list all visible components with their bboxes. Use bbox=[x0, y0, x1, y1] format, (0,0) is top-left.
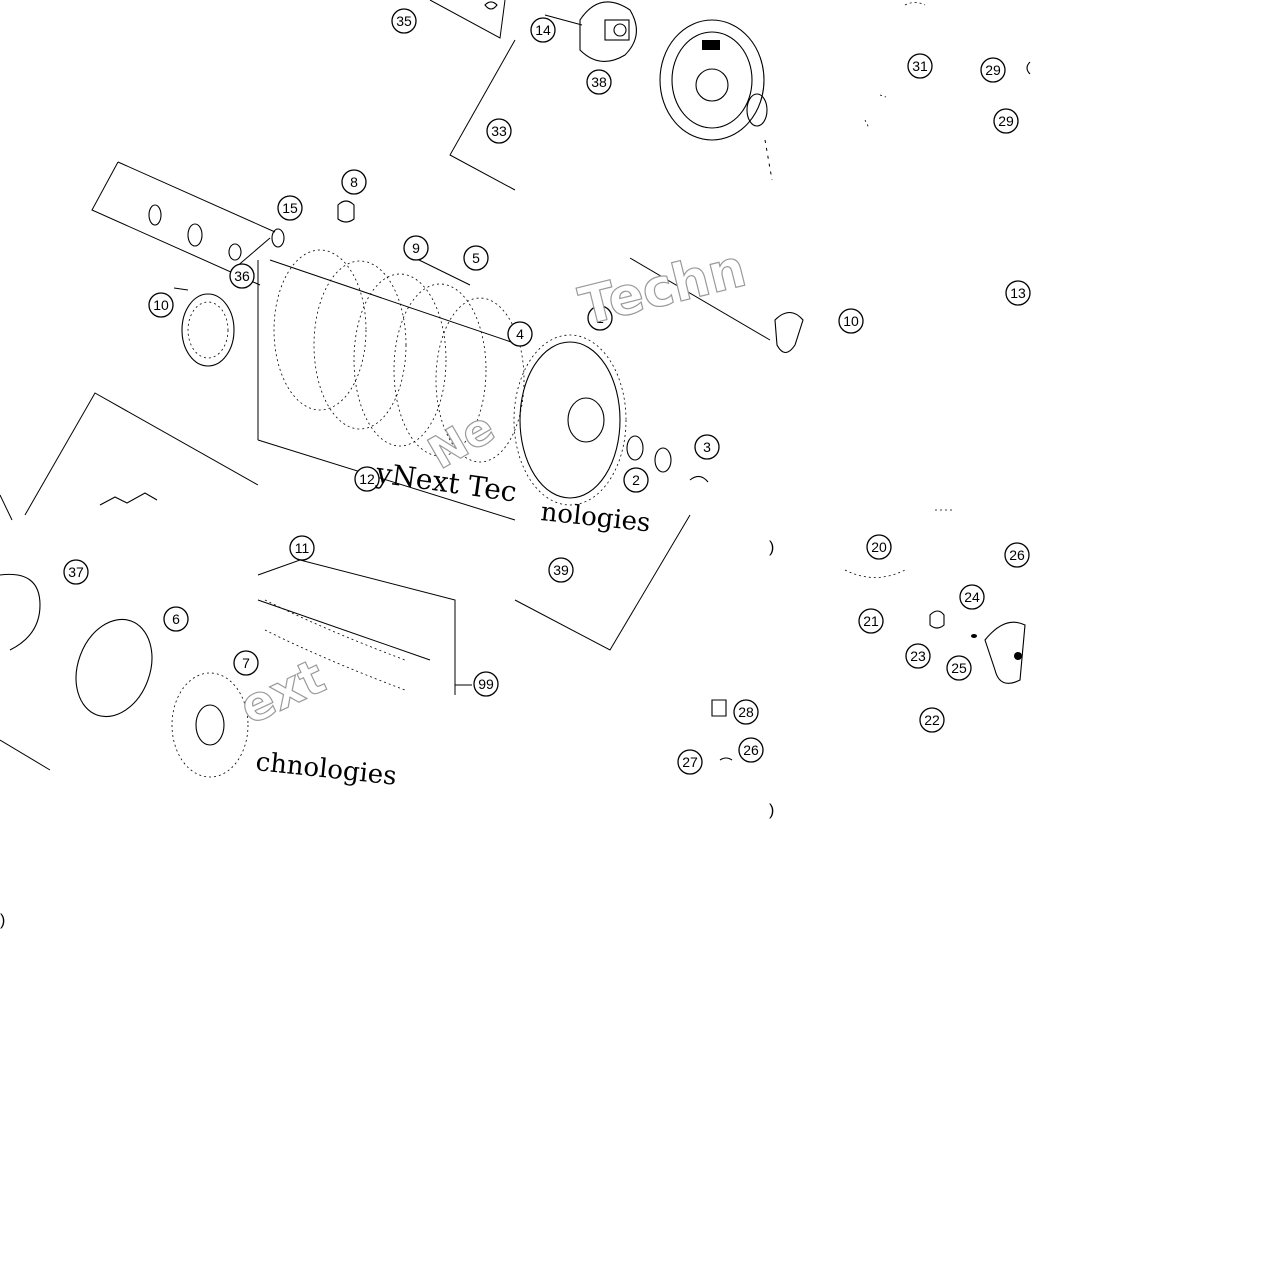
bushing-8 bbox=[337, 200, 355, 223]
label-20: 20 bbox=[866, 534, 892, 560]
label-33: 33 bbox=[486, 118, 512, 144]
shift-fork-10 bbox=[774, 311, 804, 354]
svg-text:37: 37 bbox=[68, 564, 84, 580]
label-10: 10 bbox=[148, 292, 174, 318]
svg-text:20: 20 bbox=[871, 539, 887, 555]
label-26: 26 bbox=[1004, 542, 1030, 568]
top-left-bracket bbox=[429, 0, 506, 39]
edge-fragment: ) bbox=[769, 539, 774, 556]
svg-text:27: 27 bbox=[682, 754, 698, 770]
svg-text:10: 10 bbox=[153, 297, 169, 313]
svg-text:10: 10 bbox=[843, 313, 859, 329]
friction-plates-lower bbox=[257, 559, 472, 695]
label-8: 8 bbox=[341, 169, 367, 195]
lower-right-parts bbox=[711, 509, 1026, 761]
svg-text:26: 26 bbox=[1009, 547, 1025, 563]
label-2: 2 bbox=[623, 467, 649, 493]
label-26: 26 bbox=[738, 737, 764, 763]
svg-text:29: 29 bbox=[985, 62, 1001, 78]
label-13: 13 bbox=[1005, 280, 1031, 306]
label-31: 31 bbox=[907, 53, 933, 79]
svg-text:14: 14 bbox=[535, 22, 551, 38]
svg-text:5: 5 bbox=[472, 250, 480, 266]
label-35: 35 bbox=[391, 8, 417, 34]
svg-text:36: 36 bbox=[234, 268, 250, 284]
svg-text:29: 29 bbox=[998, 113, 1014, 129]
label-29: 29 bbox=[980, 57, 1006, 83]
label-39: 39 bbox=[548, 557, 574, 583]
watermark-text: Techn bbox=[574, 239, 752, 338]
bracket-lower-right bbox=[514, 257, 771, 651]
label-11: 11 bbox=[289, 535, 315, 561]
svg-text:6: 6 bbox=[172, 611, 180, 627]
svg-text:22: 22 bbox=[924, 712, 940, 728]
clutch-basket bbox=[659, 19, 773, 181]
svg-text:33: 33 bbox=[491, 123, 507, 139]
svg-text:3: 3 bbox=[703, 439, 711, 455]
label-14: 14 bbox=[530, 17, 556, 43]
edge-fragment: ) bbox=[0, 912, 5, 929]
label-1: 1 bbox=[587, 305, 613, 331]
label-5: 5 bbox=[463, 245, 489, 271]
svg-text:24: 24 bbox=[964, 589, 980, 605]
clutch-plate-stack bbox=[257, 249, 525, 521]
edge-fragment: ) bbox=[769, 802, 774, 819]
label-15: 15 bbox=[277, 195, 303, 221]
watermark-text: chnologies bbox=[254, 747, 398, 792]
label-29: 29 bbox=[993, 108, 1019, 134]
top-right-fragments bbox=[864, 2, 1031, 129]
svg-text:15: 15 bbox=[282, 200, 298, 216]
o-ring-6 bbox=[75, 618, 153, 718]
svg-text:11: 11 bbox=[295, 540, 310, 556]
label-25: 25 bbox=[946, 655, 972, 681]
svg-text:23: 23 bbox=[910, 648, 926, 664]
svg-text:39: 39 bbox=[553, 562, 569, 578]
label-28: 28 bbox=[733, 699, 759, 725]
svg-text:13: 13 bbox=[1010, 285, 1026, 301]
svg-text:2: 2 bbox=[632, 472, 640, 488]
svg-text:9: 9 bbox=[412, 240, 420, 256]
svg-text:1: 1 bbox=[596, 310, 604, 326]
label-21: 21 bbox=[858, 608, 884, 634]
label-22: 22 bbox=[919, 707, 945, 733]
svg-text:26: 26 bbox=[743, 742, 759, 758]
svg-text:28: 28 bbox=[738, 704, 754, 720]
label-38: 38 bbox=[586, 69, 612, 95]
svg-text:38: 38 bbox=[591, 74, 607, 90]
label-9: 9 bbox=[403, 235, 429, 261]
label-6: 6 bbox=[163, 606, 189, 632]
svg-text:35: 35 bbox=[396, 13, 412, 29]
primary-drive-gear bbox=[513, 334, 709, 506]
clutch-disc-7 bbox=[171, 672, 249, 778]
svg-text:31: 31 bbox=[912, 58, 928, 74]
label-4: 4 bbox=[507, 321, 533, 347]
pressure-plate-small bbox=[173, 237, 271, 367]
clutch-cover-panel bbox=[0, 392, 259, 771]
label-23: 23 bbox=[905, 643, 931, 669]
label-7: 7 bbox=[233, 650, 259, 676]
bracket-33 bbox=[449, 39, 516, 191]
label-24: 24 bbox=[959, 584, 985, 610]
svg-text:21: 21 bbox=[863, 613, 879, 629]
svg-text:8: 8 bbox=[350, 174, 358, 190]
outer-clutch-hub bbox=[544, 1, 637, 62]
label-10: 10 bbox=[838, 308, 864, 334]
svg-text:25: 25 bbox=[951, 660, 967, 676]
svg-text:12: 12 bbox=[359, 471, 375, 487]
label-27: 27 bbox=[677, 749, 703, 775]
label-12: 12 bbox=[354, 466, 380, 492]
label-3: 3 bbox=[694, 434, 720, 460]
left-shaft-panel bbox=[91, 161, 285, 286]
watermark-text: nologies bbox=[539, 497, 652, 538]
svg-text:4: 4 bbox=[516, 326, 524, 342]
label-99: 99 bbox=[473, 671, 499, 697]
svg-text:7: 7 bbox=[242, 655, 250, 671]
label-36: 36 bbox=[229, 263, 255, 289]
svg-text:99: 99 bbox=[478, 676, 494, 692]
label-37: 37 bbox=[63, 559, 89, 585]
